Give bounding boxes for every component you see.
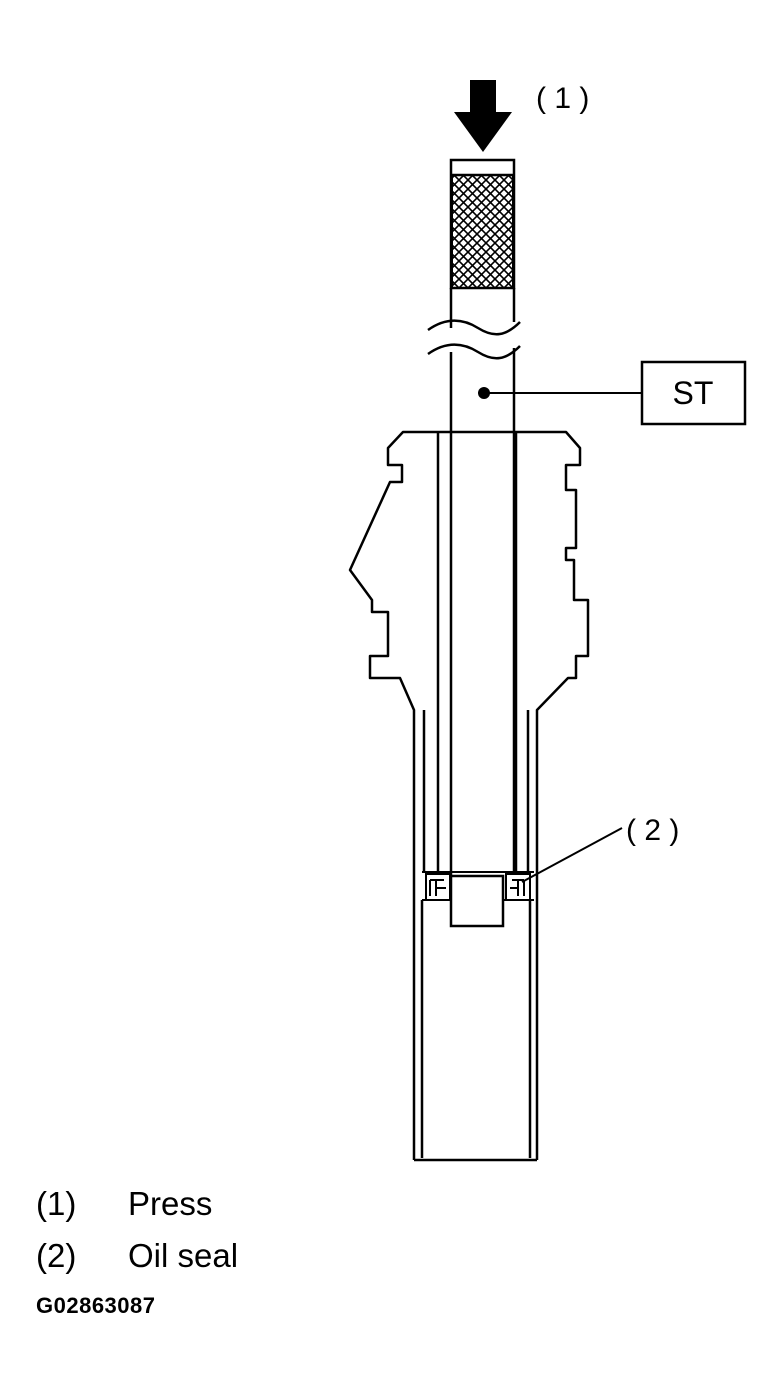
legend-item: (1) Press (36, 1178, 238, 1230)
legend-label: Oil seal (128, 1237, 239, 1274)
special-tool-tip (449, 874, 505, 928)
st-label-box (640, 360, 747, 426)
legend-number: (2) (36, 1237, 77, 1274)
legend-label: Press (128, 1185, 213, 1222)
figure-id: G02863087 (36, 1293, 156, 1318)
shaft-break-lines (427, 319, 521, 360)
st-label: ST (673, 375, 714, 411)
legend-item: (2) Oil seal (36, 1230, 238, 1282)
callout-oil-seal-label: ( 2 ) (626, 814, 679, 847)
special-tool-shaft (449, 288, 516, 876)
press-arrow (454, 80, 512, 152)
legend-number: (1) (36, 1185, 77, 1222)
strut-housing (348, 430, 590, 1162)
legend: (1) Press (2) Oil seal (36, 1178, 238, 1282)
oil-seal-leader-line (521, 827, 623, 883)
crosshatch-grip (451, 174, 514, 289)
callout-press-label: ( 1 ) (536, 82, 589, 115)
